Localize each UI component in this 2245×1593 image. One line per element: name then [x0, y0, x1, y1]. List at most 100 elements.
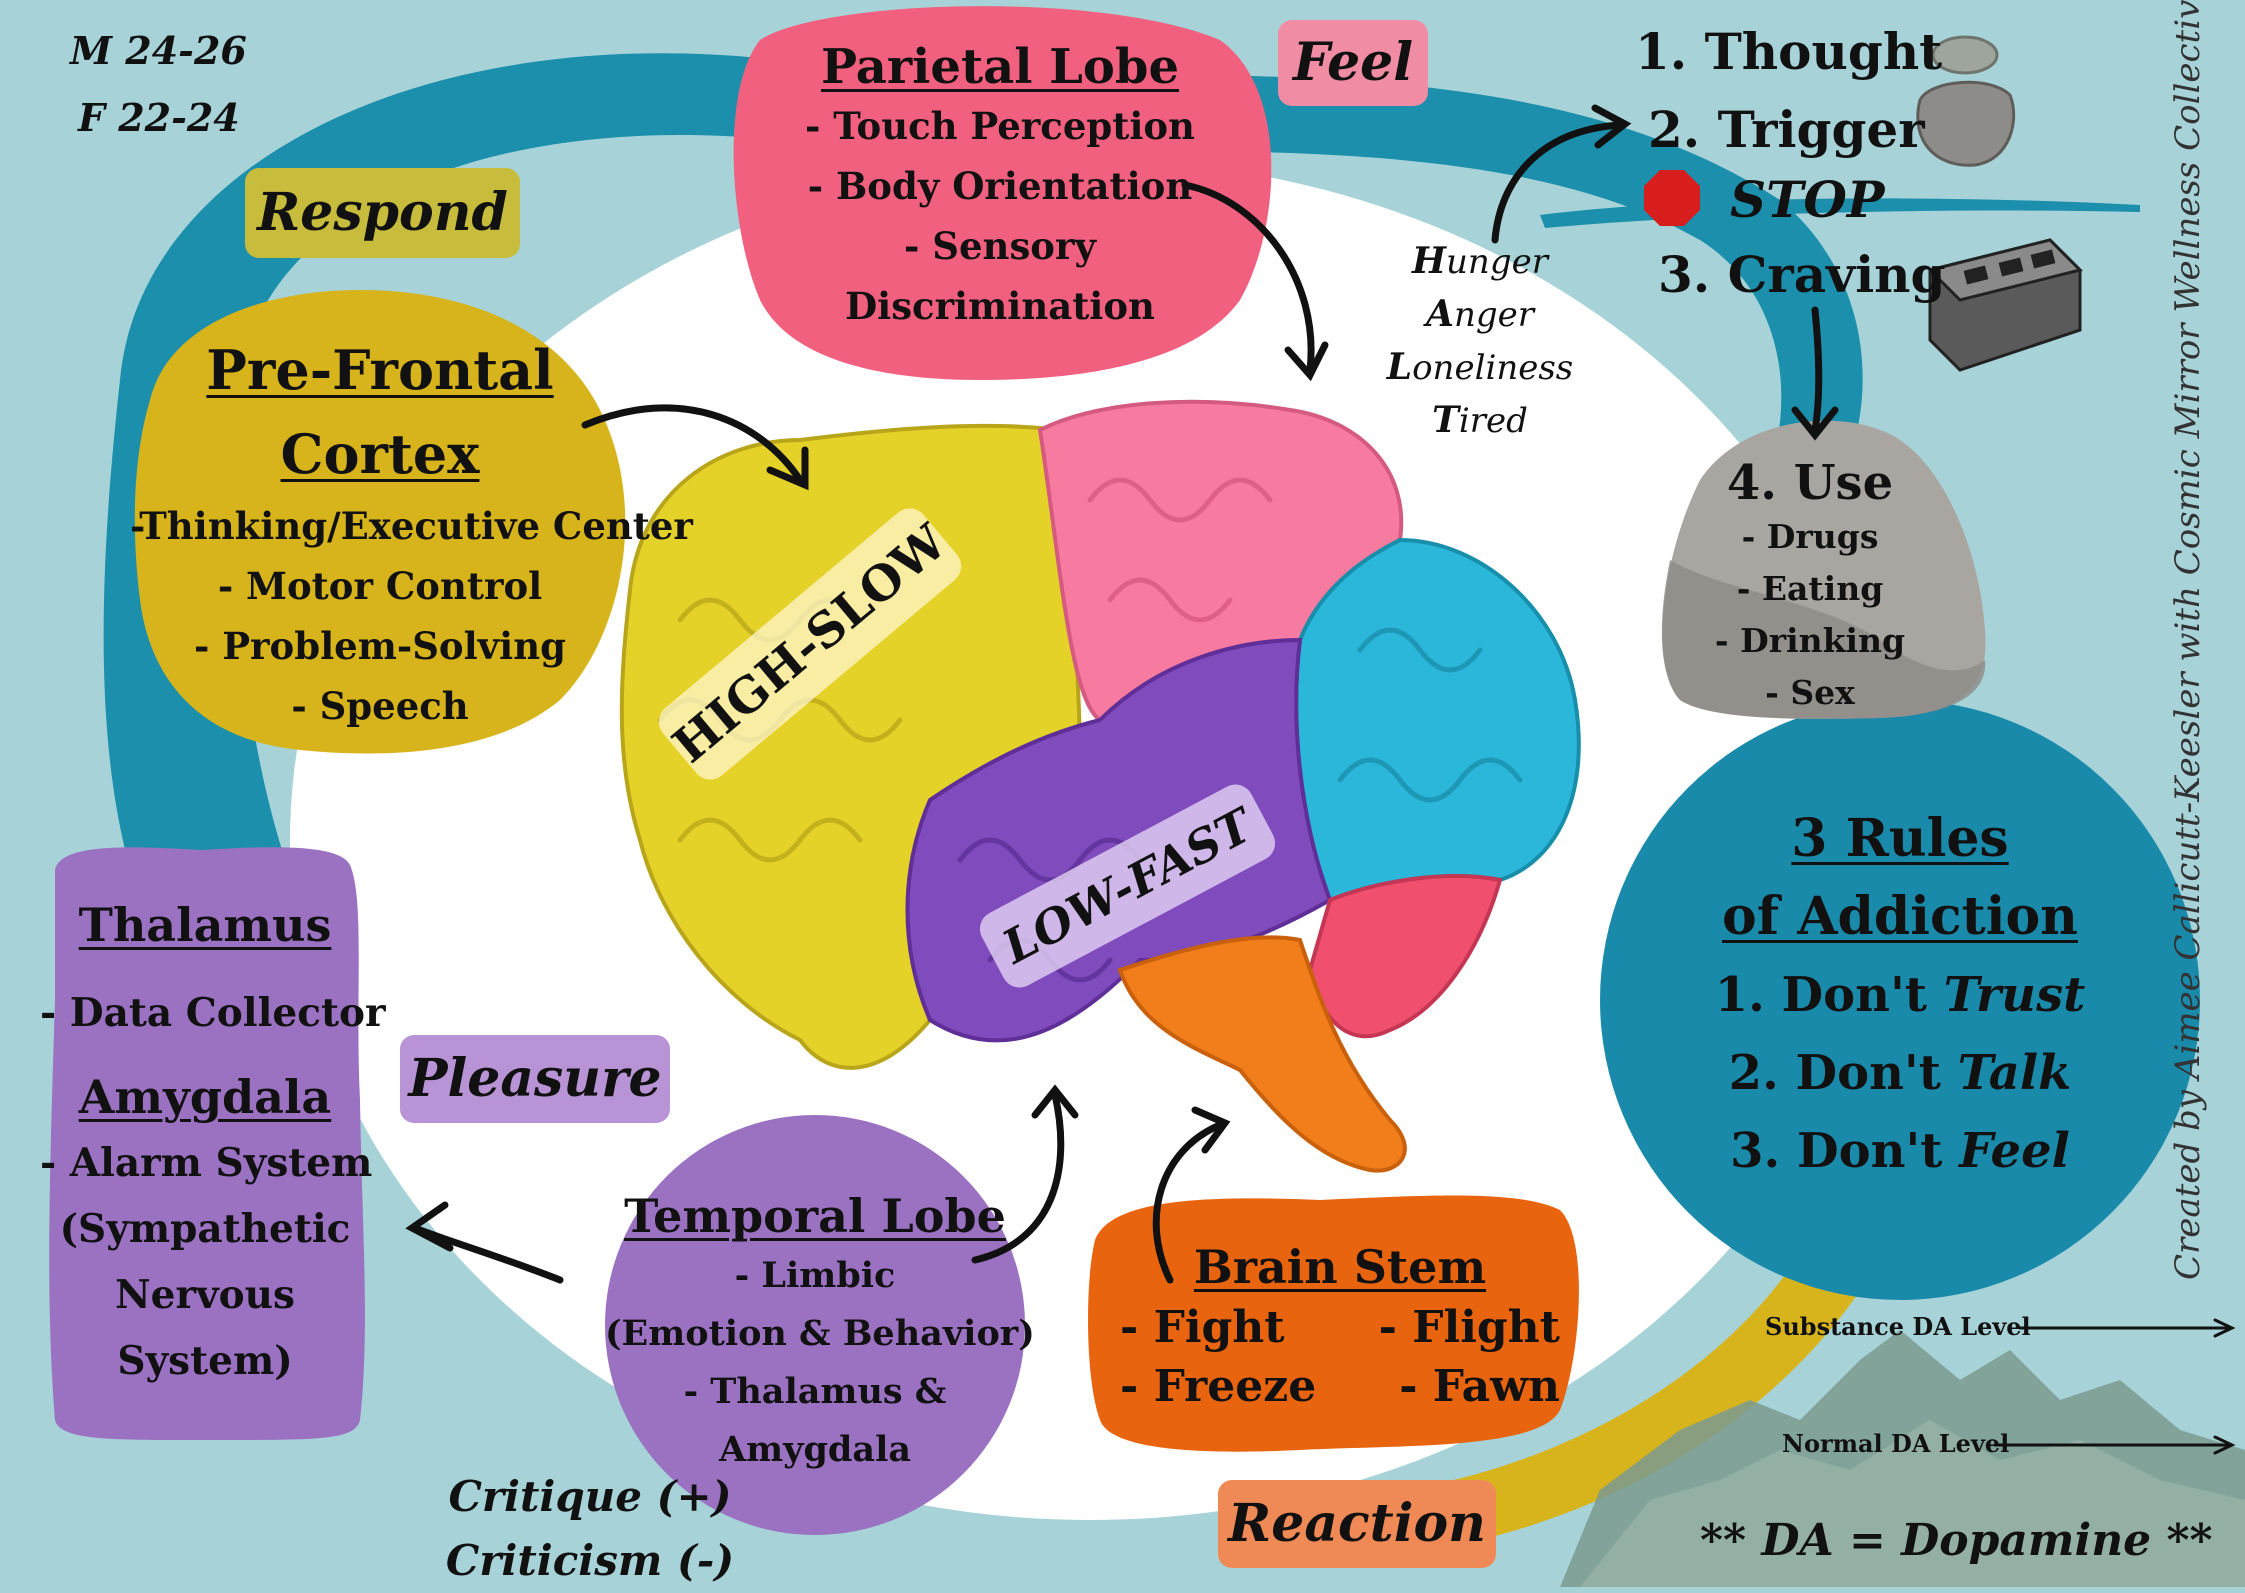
amygdala-item: System) [117, 1338, 293, 1384]
halt-word: nger [1453, 295, 1534, 335]
amygdala-item: - Alarm System [40, 1140, 373, 1186]
brainstem-flight: - Flight [1378, 1302, 1560, 1353]
criticism-minus: Criticism (-) [445, 1536, 735, 1585]
prefrontal-item: - Speech [291, 684, 469, 728]
brainstem-freeze: - Freeze [1120, 1361, 1317, 1412]
brainstem-patch [1088, 1195, 1579, 1452]
prefrontal-item: - Motor Control [217, 564, 543, 608]
reaction-tag: Reaction [1218, 1480, 1496, 1568]
arrow-head [1591, 104, 1632, 149]
rules-title-line2: of Addiction [1722, 886, 2078, 947]
pleasure-tag: Pleasure [400, 1035, 670, 1123]
female-age-range: F 22-24 [78, 95, 240, 140]
arrow-head [1284, 341, 1329, 382]
arrow-head [1791, 406, 1839, 441]
rules-text: 3 Rules of Addiction 1. Don't Trust 2. D… [1640, 800, 2160, 1190]
critique-text: Critique (+) Criticism (-) [440, 1465, 740, 1593]
rule-word: Feel [1959, 1123, 2070, 1179]
halt-tired: Tired [1375, 394, 1585, 447]
halt-letter: T [1432, 399, 1459, 441]
arrow-head [405, 1201, 454, 1252]
prefrontal-text: Pre-Frontal Cortex -Thinking/Executive C… [130, 328, 693, 736]
thalamus-title: Thalamus [78, 898, 332, 952]
respond-tag: Respond [245, 168, 520, 258]
rules-title-line1: 3 Rules [1791, 808, 2009, 869]
amygdala-item: (Sympathetic [59, 1206, 351, 1252]
use-stone-shadow [1661, 560, 1986, 719]
halt-word: unger [1446, 242, 1548, 282]
prefrontal-blob [134, 290, 626, 754]
male-age-range: M 24-26 [70, 28, 247, 73]
use-item: - Drinking [1714, 621, 1906, 660]
arrow-head [1031, 1084, 1079, 1119]
thalamus-panel [49, 847, 365, 1441]
rule-2: 2. Don't Talk [1640, 1034, 2160, 1112]
temporal-title: Temporal Lobe [624, 1189, 1006, 1243]
brainstem-text: Brain Stem - Fight - Flight - Freeze - F… [1110, 1240, 1570, 1412]
temporal-item: (Emotion & Behavior) [605, 1313, 1035, 1354]
parietal-item: - Body Orientation [807, 164, 1193, 208]
cycle-trigger: 2. Trigger [1648, 100, 1925, 159]
prefrontal-title-line2: Cortex [280, 422, 480, 486]
parietal-title: Parietal Lobe [820, 39, 1180, 95]
stop-sign-icon [1644, 170, 1700, 226]
temporal-blob [605, 1115, 1025, 1535]
feel-tag: Feel [1278, 20, 1428, 106]
dopamine-note: ** DA = Dopamine ** [1700, 1515, 2213, 1566]
parietal-item: Discrimination [845, 284, 1155, 328]
prefrontal-item: -Thinking/Executive Center [130, 504, 693, 548]
temporal-lobe-text: Temporal Lobe - Limbic (Emotion & Behavi… [605, 1185, 1035, 1479]
parietal-item: - Sensory [904, 224, 1096, 268]
substance-da-label: Substance DA Level [1765, 1312, 2031, 1341]
amygdala-item: Nervous [115, 1272, 295, 1318]
cycle-use: 4. Use - Drugs - Eating - Drinking - Sex [1690, 455, 1930, 719]
amygdala-title: Amygdala [78, 1070, 332, 1124]
arrow-brainstem-to-brain [1152, 1121, 1224, 1284]
rule-prefix: 3. Don't [1730, 1123, 1960, 1179]
arrows [405, 104, 2236, 1455]
arrow-craving-to-use [1811, 306, 1823, 434]
trigger-rock-icon [1916, 80, 2016, 167]
thought-pebble-icon [1931, 35, 1999, 75]
arrow-halt-to-trigger [1491, 121, 1624, 244]
use-item: - Drugs [1741, 517, 1879, 556]
rules-circle [1600, 700, 2200, 1300]
prefrontal-item: - Problem-Solving [194, 624, 566, 668]
thalamus-item: - Data Collector [40, 990, 386, 1036]
cycle-craving: 3. Craving [1658, 245, 1946, 304]
arrow-parietal-to-brain [1181, 181, 1315, 374]
temporal-item: Amygdala [718, 1429, 912, 1470]
arrow-head [1191, 1106, 1231, 1154]
rule-prefix: 1. Don't [1714, 967, 1944, 1023]
mountains-front [1580, 1420, 2245, 1587]
arrow-temporal-to-thalamus [416, 1226, 564, 1284]
halt-loneliness: Loneliness [1375, 341, 1585, 394]
brainstem-row: - Fight - Flight [1110, 1302, 1570, 1353]
cycle-stop: STOP [1730, 170, 1885, 229]
cinder-block-icon [1927, 238, 2083, 372]
arrow-temporal-to-brain [971, 1091, 1065, 1264]
brainstem-title: Brain Stem [1193, 1240, 1487, 1294]
cycle-thought: 1. Thought [1635, 22, 1943, 81]
halt-letter: H [1412, 240, 1447, 282]
temporal-item: - Limbic [734, 1255, 896, 1296]
rule-word: Trust [1943, 967, 2086, 1023]
prefrontal-title-line1: Pre-Frontal [206, 338, 554, 402]
arrow-head [2213, 1435, 2236, 1455]
yellow-swirl [1320, 640, 1963, 1560]
brainstem-fight: - Fight [1120, 1302, 1285, 1353]
thalamus-amygdala-text: Thalamus - Data Collector Amygdala - Ala… [40, 892, 386, 1394]
parietal-blob [733, 6, 1272, 380]
halt-hunger: Hunger [1375, 235, 1585, 288]
halt-anger: Anger [1375, 288, 1585, 341]
parietal-lobe-text: Parietal Lobe - Touch Perception - Body … [780, 38, 1220, 336]
use-title: 4. Use [1726, 455, 1894, 511]
rule-3: 3. Don't Feel [1640, 1112, 2160, 1190]
halt-letter: L [1386, 346, 1413, 388]
halt-letter: A [1426, 293, 1454, 335]
arrow-head [766, 446, 809, 491]
critique-plus: Critique (+) [448, 1472, 732, 1521]
normal-da-label: Normal DA Level [1782, 1429, 2010, 1458]
rule-word: Talk [1957, 1045, 2072, 1101]
